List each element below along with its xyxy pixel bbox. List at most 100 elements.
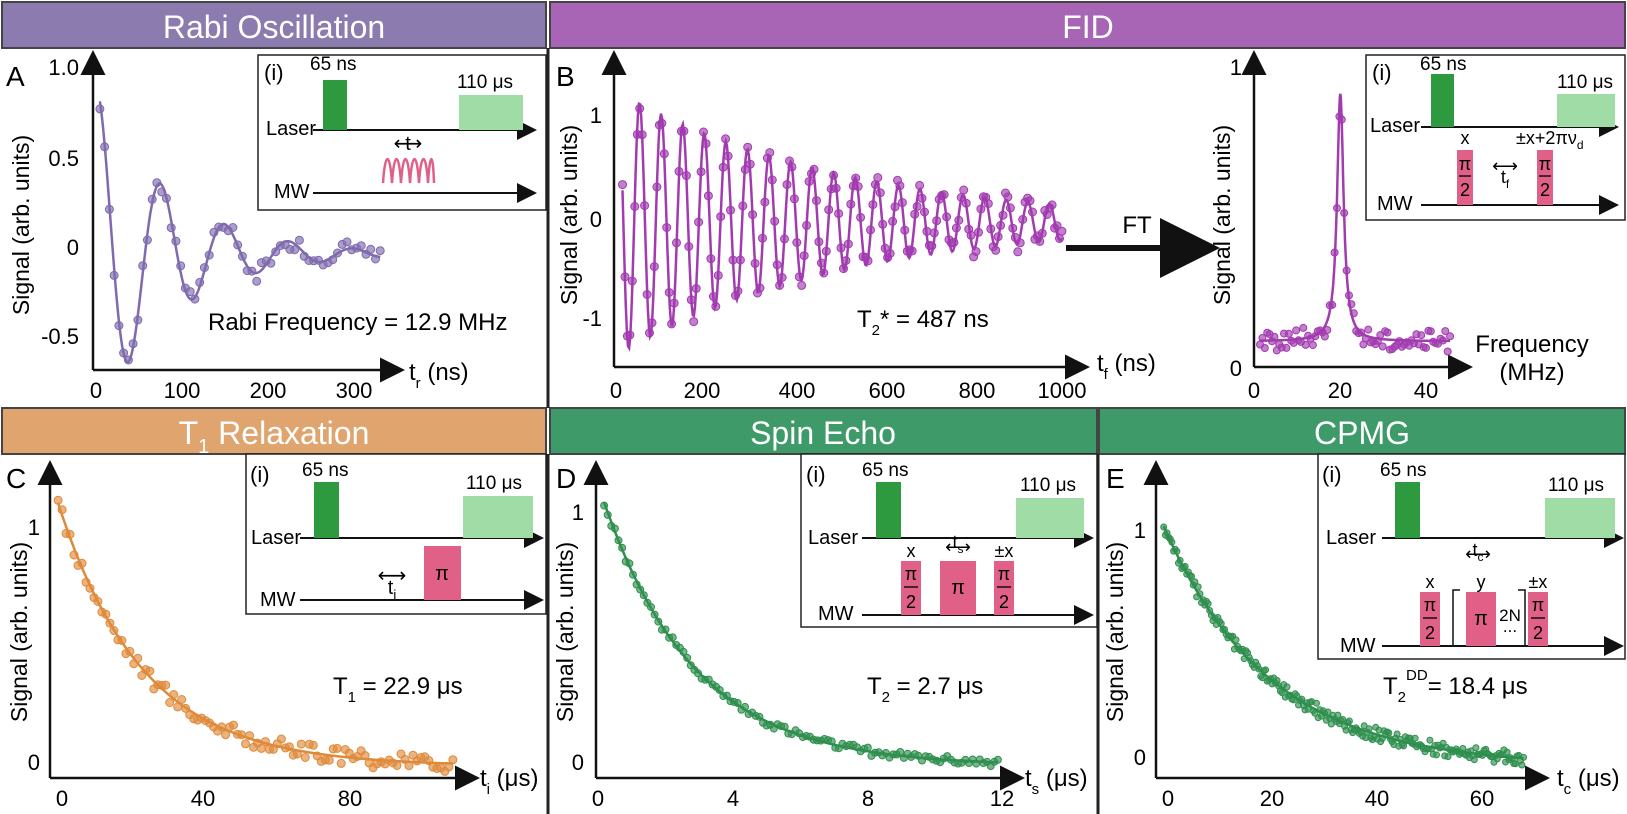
data-point [1446,332,1455,341]
data-point [1284,329,1293,338]
laser-short-label: 65 ns [310,54,356,75]
data-point [878,219,888,229]
data-point [165,698,175,707]
data-point [866,225,875,235]
data-point [629,570,637,579]
data-series-fid [618,101,1067,352]
pi-label: π [435,563,449,585]
data-point [190,294,200,304]
ft-label: FT [1122,212,1152,239]
data-point [1470,756,1478,764]
data-point [819,268,829,278]
laser-short-label: 65 ns [1380,460,1426,481]
x-tick-label: 20 [1328,378,1352,403]
data-point [161,193,171,203]
x-tick-label: 80 [338,786,362,811]
data-point [775,280,785,290]
data-point [652,182,662,192]
data-point [1511,760,1519,768]
data-point [1292,326,1301,335]
data-point [109,270,119,280]
data-point [843,239,853,249]
data-point [927,241,937,251]
data-point [142,235,152,245]
pulse-duration-label: tc [1472,540,1483,564]
x-tick-label: 0 [1248,378,1260,403]
y-tick-label: 0 [1230,356,1242,381]
inset-tag: (i) [264,60,284,85]
mw-pi-half-pulse-1 [1420,592,1440,646]
data-point [1400,742,1408,750]
data-point [356,241,366,251]
data-point [229,720,238,730]
laser-label: Laser [266,118,316,140]
data-point [647,318,657,328]
data-point [85,583,95,593]
data-point [618,180,627,190]
mw-pi-half-pulse-1 [1457,150,1473,205]
data-point [939,190,949,200]
data-point [760,197,770,207]
data-point [650,610,659,619]
panel-e: Signal (arb. units) tc (μs) 0 20 40 60 1… [1102,453,1626,811]
mw-pi-half-pulse-2 [1528,592,1548,646]
data-point [199,263,209,273]
panel-b: Signal (arb. units) tf (ns) 0 200 400 60… [556,50,1220,403]
data-point [1298,695,1306,703]
y-axis-label: Signal (arb. units) [1102,542,1128,722]
data-point [667,319,677,329]
data-point [333,248,342,258]
inset-pulse-sequence-b: (i) Laser 65 ns 110 μs MW π 2 x π 2 ±x+2… [1365,54,1626,221]
data-point [1196,590,1204,598]
data-point [169,690,179,699]
phase-label: ±x+2πνd [1516,128,1584,152]
data-point [1360,722,1368,730]
y-tick-label: 0 [67,235,79,260]
y-tick-label: -1 [582,306,602,331]
data-point [1176,556,1184,564]
data-point [713,270,723,280]
data-point [171,236,181,246]
data-point [1055,234,1064,243]
data-point [738,201,748,211]
header-bar-echo [549,407,1098,455]
data-point [974,227,983,237]
data-point [308,740,318,750]
data-point [1333,204,1341,213]
data-point [627,276,637,286]
data-point [1320,332,1329,341]
x-tick-label: 600 [869,378,906,403]
pi-label: π [1474,608,1488,630]
data-point [797,280,807,290]
x-tick-label: 400 [779,378,816,403]
x-tick-label: 100 [164,378,201,403]
pi-label: π [905,564,917,584]
data-point [119,348,129,358]
data-point [679,647,688,656]
data-point [812,196,821,206]
data-point [949,237,959,247]
x-tick-label: 0 [610,378,622,403]
data-point [161,680,171,690]
x-tick-label: 1000 [1038,378,1087,403]
annotation: T2 = 2.7 μs [867,673,983,706]
inset-tag: (i) [250,462,270,487]
data-point [133,653,143,663]
data-point [726,205,735,215]
data-point [260,737,270,747]
inset-frame [1365,54,1626,221]
panel-letter-a: A [6,61,25,92]
data-point [991,245,1001,255]
x-tick-label: 0 [56,786,68,811]
fit-curve [621,101,1063,352]
data-point [603,510,612,519]
data-point [792,238,802,247]
data-point [105,618,115,628]
x-axis-label: ts (μs) [1025,765,1088,798]
data-point [668,633,677,642]
pulse-duration-label: ti [388,577,397,602]
y-tick-label: 0.5 [48,146,79,171]
data-point [1357,328,1365,337]
pi-label: π [998,564,1010,584]
data-point [252,276,262,286]
